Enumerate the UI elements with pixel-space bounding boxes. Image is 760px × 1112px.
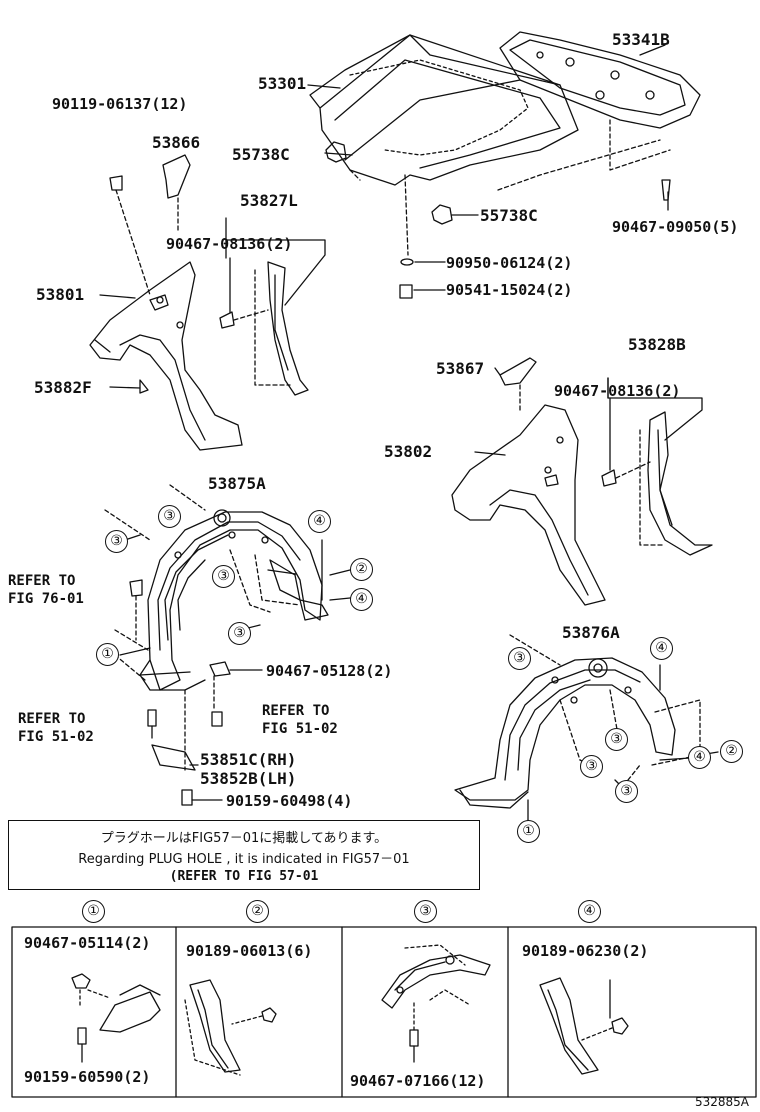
figure-id: 532885A [695,1095,750,1109]
legend-1-bottom-part: 90159-60590(2) [24,1068,151,1086]
part-55738c-upper-label: 55738C [232,145,290,164]
left-liner-drawing [104,484,329,806]
callout-4: ④ [308,510,331,533]
part-53801-label: 53801 [36,285,85,304]
part-90467-08136-left-label: 90467-08136(2) [166,235,293,253]
part-90950-label: 90950-06124(2) [446,254,573,272]
part-53882f-label: 53882F [34,378,92,397]
part-90119-label: 90119-06137(12) [52,95,188,113]
part-90159-60498-label: 90159-60498(4) [226,792,353,810]
note-refer: (REFER TO FIG 57-01 [169,869,319,884]
callout-3: ③ [105,530,128,553]
legend-1-number: ① [82,900,105,923]
callout-4: ④ [350,588,373,611]
refer-fig-51-02-right: REFER TO FIG 51-02 [262,703,338,737]
part-53875a-label: 53875A [208,474,266,493]
callout-4: ④ [688,746,711,769]
part-90467-08136-right-label: 90467-08136(2) [554,382,681,400]
callout-2: ② [720,740,743,763]
legend-2-top-part: 90189-06013(6) [186,942,313,960]
hood-insulator-drawing [499,31,701,129]
part-53301-label: 53301 [258,74,307,93]
left-fender-drawing [89,154,243,451]
callout-3: ③ [508,647,531,670]
legend-table-frame [11,926,757,1098]
callout-3: ③ [212,565,235,588]
hood-drawing [309,34,579,186]
callout-4: ④ [650,637,673,660]
right-liner-drawing [454,634,701,821]
part-53828b-label: 53828B [628,335,686,354]
part-90541-label: 90541-15024(2) [446,281,573,299]
part-53341b-label: 53341B [612,30,670,49]
part-53867-label: 53867 [436,359,485,378]
callout-1: ① [96,643,119,666]
callout-3: ③ [615,780,638,803]
part-53827l-label: 53827L [240,191,298,210]
callout-3: ③ [580,755,603,778]
right-bracket-drawing [601,377,713,556]
part-55738c-lower-label: 55738C [480,206,538,225]
note-japanese: プラグホールはFIG57－01に掲載してあります。 [100,831,388,846]
part-53802-label: 53802 [384,442,433,461]
refer-fig-51-02-left: REFER TO FIG 51-02 [18,711,94,745]
part-53851c-label: 53851C(RH) [200,750,297,769]
legend-2-number: ② [246,900,269,923]
part-90467-05128-label: 90467-05128(2) [266,662,393,680]
part-53876a-label: 53876A [562,623,620,642]
right-fender-drawing [451,357,606,606]
legend-4-number: ④ [578,900,601,923]
legend-1-top-part: 90467-05114(2) [24,934,151,952]
refer-fig-76-01: REFER TO FIG 76-01 [8,573,84,607]
legend-sketches [71,944,629,1076]
callout-3: ③ [228,622,251,645]
part-53852b-label: 53852B(LH) [200,769,297,788]
note-english: Regarding PLUG HOLE , it is indicated in… [78,852,410,867]
callout-3: ③ [605,728,628,751]
left-bracket-drawing [219,217,326,396]
part-53866-label: 53866 [152,133,201,152]
callout-3: ③ [158,505,181,528]
legend-3-bottom-part: 90467-07166(12) [350,1072,486,1090]
plug-hole-note: プラグホールはFIG57－01に掲載してあります。 Regarding PLUG… [8,820,480,890]
part-90467-09050-label: 90467-09050(5) [612,218,739,236]
hood-small-parts [307,44,671,299]
legend-3-number: ③ [414,900,437,923]
legend-4-top-part: 90189-06230(2) [522,942,649,960]
callout-2: ② [350,558,373,581]
callout-1: ① [517,820,540,843]
